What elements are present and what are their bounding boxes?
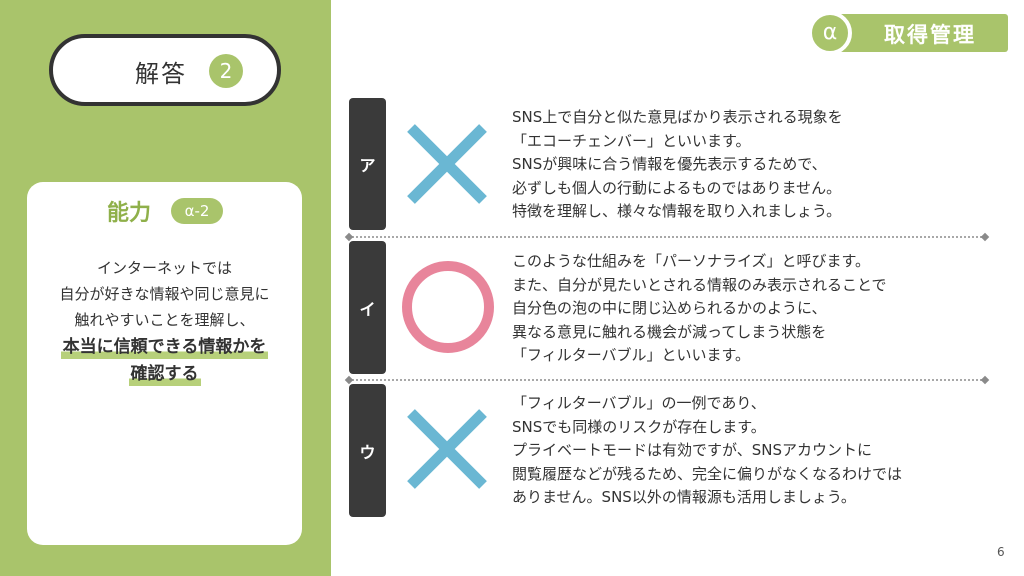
ability-tag: α-2 xyxy=(171,198,223,224)
ability-highlight: 確認する xyxy=(128,362,201,386)
topic-badge: 取得管理 α xyxy=(808,11,1008,55)
row-tab-a: ア xyxy=(349,98,386,230)
cross-icon xyxy=(407,124,487,204)
row-i-line: 「フィルターバブル」といいます。 xyxy=(512,346,751,364)
row-text-i: このような仕組みを「パーソナライズ」と呼びます。 また、自分が見たいとされる情報… xyxy=(512,250,887,368)
ability-highlight: 本当に信頼できる情報かを xyxy=(60,335,269,359)
ability-line: 触れやすいことを理解し、 xyxy=(74,311,255,329)
row-divider xyxy=(349,379,985,381)
row-u-line: 閲覧履歴などが残るため、完全に偏りがなくなるわけでは xyxy=(512,464,903,483)
row-u-line: プライベートモードは有効ですが、SNSアカウントに xyxy=(512,441,872,459)
row-i-line: 自分色の泡の中に閉じ込められるかのように、 xyxy=(512,299,827,317)
row-u-line: 「フィルターバブル」の一例であり、 xyxy=(512,394,766,412)
answer-label: 解答 xyxy=(135,60,187,88)
row-a-line: 特徴を理解し、様々な情報を取り入れましょう。 xyxy=(512,202,842,220)
page-number: 6 xyxy=(997,545,1005,559)
row-i-line: 異なる意見に触れる機会が減ってしまう状態を xyxy=(512,322,827,341)
row-a-line: SNS上で自分と似た意見ばかり表示される現象を xyxy=(512,108,843,126)
cross-icon xyxy=(407,409,487,489)
row-divider xyxy=(349,236,985,238)
circle-icon xyxy=(402,261,494,353)
row-u-line: ありません。SNS以外の情報源も活用しましょう。 xyxy=(512,488,856,506)
ability-description: インターネットでは 自分が好きな情報や同じ意見に 触れやすいことを理解し、 本当… xyxy=(27,255,302,387)
ability-card: 能力 α-2 インターネットでは 自分が好きな情報や同じ意見に 触れやすいことを… xyxy=(27,182,302,545)
row-a-line: 必ずしも個人の行動によるものではありません。 xyxy=(512,178,842,197)
topic-badge-title: 取得管理 xyxy=(884,23,976,47)
row-tab-i: イ xyxy=(349,241,386,374)
ability-line: 自分が好きな情報や同じ意見に xyxy=(59,285,270,303)
ability-line: インターネットでは xyxy=(96,259,232,277)
topic-badge-bar: 取得管理 xyxy=(824,14,1008,52)
answer-number-badge: 2 xyxy=(209,54,243,88)
row-i-line: また、自分が見たいとされる情報のみ表示されることで xyxy=(512,275,887,294)
ability-title: 能力 xyxy=(107,201,152,226)
row-a-line: SNSが興味に合う情報を優先表示するためで、 xyxy=(512,155,827,173)
row-a-line: 「エコーチェンバー」といいます。 xyxy=(512,131,751,150)
topic-badge-letter: α xyxy=(808,11,852,55)
row-tab-u: ウ xyxy=(349,384,386,517)
row-text-u: 「フィルターバブル」の一例であり、 SNSでも同様のリスクが存在します。 プライ… xyxy=(512,392,902,510)
row-text-a: SNS上で自分と似た意見ばかり表示される現象を 「エコーチェンバー」といいます。… xyxy=(512,106,843,224)
answer-pill: 解答 2 xyxy=(49,34,281,106)
row-i-line: このような仕組みを「パーソナライズ」と呼びます。 xyxy=(512,252,871,270)
left-panel: 解答 2 能力 α-2 インターネットでは 自分が好きな情報や同じ意見に 触れや… xyxy=(0,0,331,576)
row-u-line: SNSでも同様のリスクが存在します。 xyxy=(512,417,766,436)
